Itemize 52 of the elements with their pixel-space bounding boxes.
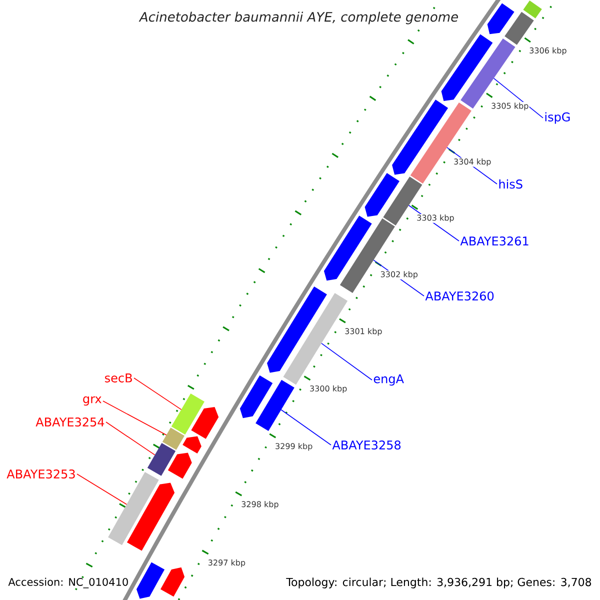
gene-feature	[126, 482, 175, 551]
accession-text: Accession: NC_010410	[8, 578, 128, 588]
gene-bar	[171, 394, 204, 435]
leader-line	[280, 409, 332, 446]
gene-feature	[364, 172, 400, 217]
gene-feature	[191, 407, 219, 439]
gene-bar	[108, 472, 159, 546]
gene-label: engA	[374, 374, 404, 386]
gene-label: ABAYE3254	[36, 417, 104, 427]
gene-bar	[162, 428, 184, 450]
tick-label: 3303 kbp	[416, 214, 455, 223]
gene-feature	[182, 436, 202, 454]
tick-label: 3300 kbp	[308, 384, 348, 394]
gene-bar	[460, 38, 516, 109]
tick-label: 3304 kbp	[452, 158, 492, 167]
tick-label: 3299 kbp	[274, 442, 314, 452]
gene-bar	[504, 12, 534, 45]
tick-label: 3306 kbp	[528, 46, 568, 56]
gene-feature	[441, 34, 493, 101]
gene-label: ABAYE3261	[460, 236, 528, 246]
tick-label: 3297 kbp	[207, 558, 246, 568]
leader-line	[102, 400, 167, 436]
gene-feature	[160, 567, 185, 597]
gene-bar	[523, 0, 542, 18]
tick-label: 3298 kbp	[240, 500, 280, 510]
leader-line	[321, 342, 372, 380]
gene-label: ispG	[545, 112, 570, 124]
gene-bar	[147, 443, 176, 476]
gene-feature	[136, 562, 165, 599]
gene-feature	[168, 452, 192, 479]
genome-summary: Topology: circular; Length: 3,936,291 bp; Genes: 3,708	[284, 576, 594, 590]
gene-label: ABAYE3260	[425, 291, 494, 301]
gene-label: secB	[104, 374, 132, 382]
tick-label: 3305 kbp	[490, 102, 530, 111]
leader-line	[106, 422, 156, 456]
title: Acinetobacter baumannii AYE, complete genome	[138, 10, 460, 26]
gene-label: hisS	[499, 179, 522, 189]
gene-feature	[392, 100, 448, 175]
gene-feature	[267, 286, 327, 373]
leader-line	[493, 78, 544, 118]
tick-label: 3302 kbp	[380, 270, 419, 280]
leader-line	[76, 474, 128, 505]
gene-label: ABAYE3253	[6, 469, 75, 479]
gene-bar	[410, 102, 472, 184]
leader-line	[134, 378, 182, 410]
gene-label: ABAYE3258	[332, 440, 401, 450]
tick-label: 3301 kbp	[344, 327, 383, 336]
gene-bar	[256, 380, 294, 431]
gene-label: grx	[83, 396, 102, 406]
gene-feature	[240, 375, 273, 418]
gene-feature	[487, 3, 514, 34]
gene-feature	[324, 216, 372, 281]
